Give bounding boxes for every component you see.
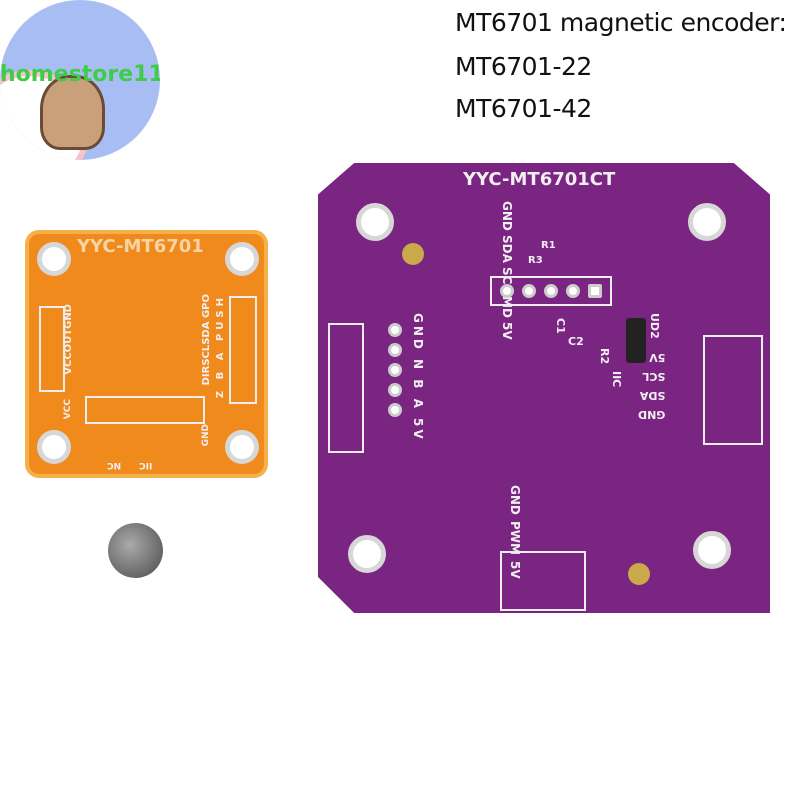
left-connector xyxy=(328,323,364,453)
caption-line-2: MT6701-22 xyxy=(455,52,592,81)
pin-label: SCL xyxy=(642,370,666,383)
pin xyxy=(388,343,402,357)
ud2-label: UD2 xyxy=(648,313,661,339)
pin-label: GND xyxy=(638,408,666,421)
bottom-connector xyxy=(500,551,586,611)
gold-pad xyxy=(402,243,424,265)
top-header xyxy=(490,276,612,306)
purple-board-title: YYC-MT6701CT xyxy=(463,169,616,190)
c1-label: C1 xyxy=(554,318,567,334)
orange-board-title: YYC-MT6701 xyxy=(77,236,204,257)
store-logo: homestore11 xyxy=(0,0,160,160)
bear-illustration xyxy=(40,75,105,150)
hall-sensor-chip xyxy=(626,318,646,363)
bottom-pin-labels: GND PWM 5V xyxy=(508,485,522,578)
pin-label: MD xyxy=(500,295,514,318)
r1-label: R1 xyxy=(541,240,556,251)
gnd-label: GND xyxy=(201,424,211,447)
pin-label: SDA xyxy=(500,234,514,263)
bottom-header xyxy=(85,396,205,424)
vcc-label: VCC xyxy=(63,399,73,420)
left-pins xyxy=(388,323,402,417)
pin xyxy=(566,284,580,298)
left-pin-labels: GND N B A 5V xyxy=(411,313,425,442)
pin-label: 5V xyxy=(508,560,522,579)
r3-label: R3 xyxy=(528,255,543,266)
left-header xyxy=(39,306,65,392)
pin-label: SDA xyxy=(639,389,666,402)
right-connector xyxy=(703,335,763,445)
caption-line-1: MT6701 magnetic encoder: xyxy=(455,8,787,37)
mount-hole xyxy=(37,242,71,276)
pin xyxy=(388,403,402,417)
pin-label: GND xyxy=(500,201,514,231)
right-header xyxy=(229,296,257,404)
mount-hole xyxy=(348,535,386,573)
pin xyxy=(388,323,402,337)
magnet-disc xyxy=(108,523,163,578)
caption-line-3: MT6701-42 xyxy=(455,94,592,123)
pin xyxy=(588,284,602,298)
pin-label: 5V xyxy=(500,321,514,340)
iic-label: IIC xyxy=(139,460,153,470)
iic-label: IIC xyxy=(610,371,623,388)
mount-hole xyxy=(225,430,259,464)
top-pin-labels: GND SDA SCL MD 5V xyxy=(500,201,514,339)
mount-hole xyxy=(688,203,726,241)
pin xyxy=(388,383,402,397)
c2-label: C2 xyxy=(568,335,584,348)
mount-hole xyxy=(693,531,731,569)
purple-encoder-board: YYC-MT6701CT GND SDA SCL MD 5V R1 R3 C1 … xyxy=(318,163,770,613)
mount-hole xyxy=(225,242,259,276)
pin-label: GND xyxy=(508,485,522,515)
watermark-text: homestore11 xyxy=(0,62,160,87)
pin xyxy=(388,363,402,377)
mount-hole xyxy=(356,203,394,241)
mount-hole xyxy=(37,430,71,464)
right-pin-labels-2: Z B A PUSH xyxy=(215,294,226,399)
pin xyxy=(544,284,558,298)
right-pin-labels-1: DIRSCLSDA GPO xyxy=(201,294,212,386)
right-pin-labels: GND SDA SCL 5V xyxy=(638,351,665,421)
pin xyxy=(522,284,536,298)
pin xyxy=(500,284,514,298)
r2-label: R2 xyxy=(598,348,611,365)
pin-label: 5V xyxy=(649,351,666,364)
gold-pad xyxy=(628,563,650,585)
nc-label: NC xyxy=(107,460,122,470)
pin-label: PWM xyxy=(508,520,522,555)
orange-encoder-board: YYC-MT6701 VCCOUTGND DIRSCLSDA GPO Z B A… xyxy=(25,230,268,478)
